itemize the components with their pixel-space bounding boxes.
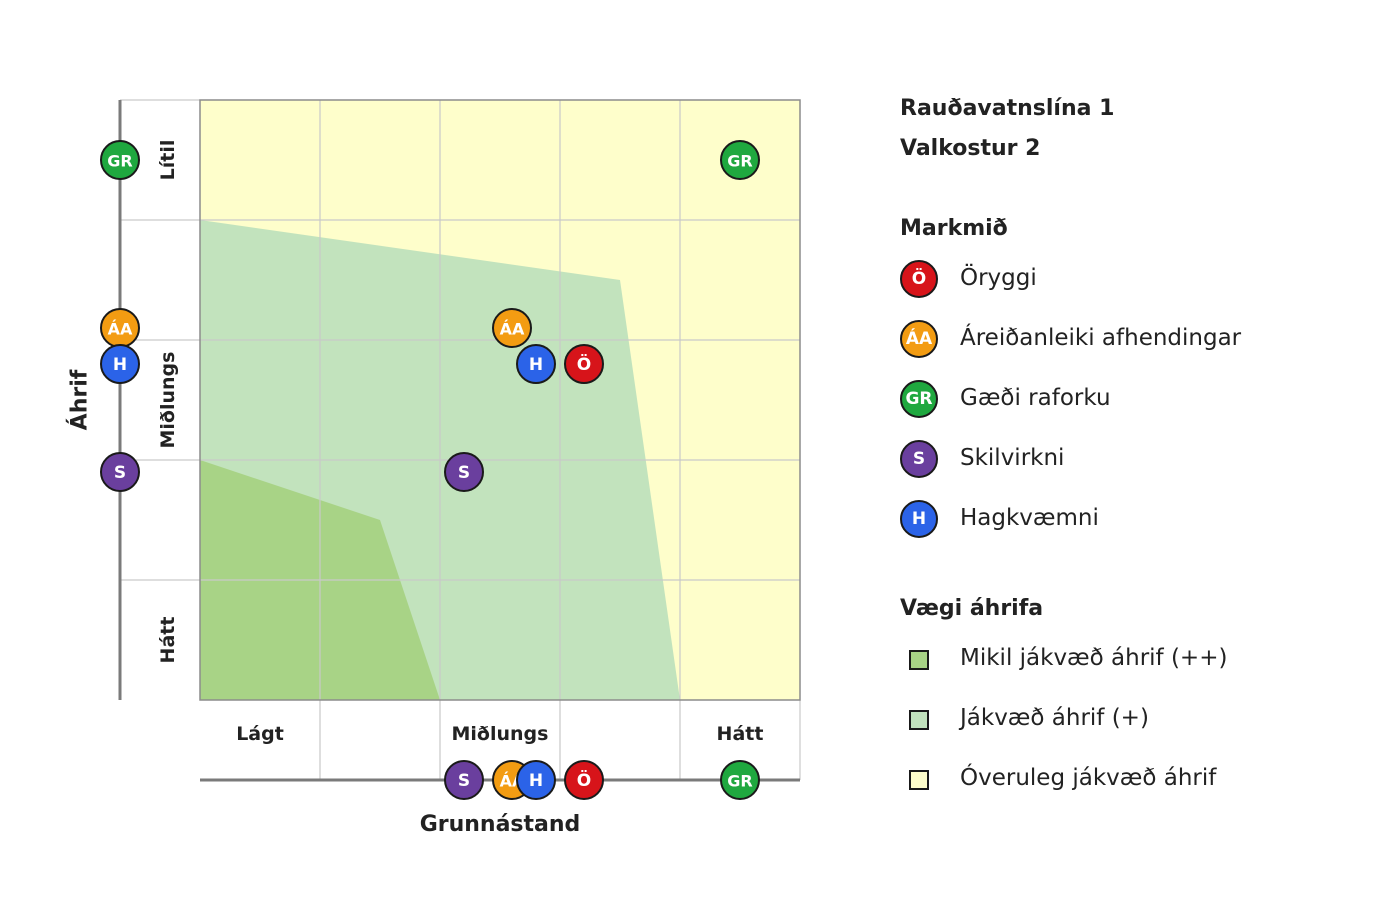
legend-weight-mikil: Mikil jákvæð áhrif (++) — [900, 640, 1370, 684]
y-axis-marker-s: S — [100, 452, 140, 492]
x-tick-label: Hátt — [717, 723, 764, 745]
legend-weight-overuleg: Óveruleg jákvæð áhrif — [900, 760, 1370, 804]
marker-circle — [516, 760, 556, 800]
plot-frame — [199, 99, 801, 701]
weight-swatch-icon — [909, 770, 929, 790]
legend-goal-skilvirkni: S Skilvirkni — [900, 440, 1370, 484]
legend-goal-label: Áreiðanleiki afhendingar — [960, 325, 1242, 351]
marker-label: GR — [727, 772, 752, 791]
weight-heading: Vægi áhrifa — [900, 596, 1044, 621]
y-axis-marker-gr: GR — [100, 140, 140, 180]
goals-heading: Markmið — [900, 216, 1008, 241]
marker-label: S — [458, 771, 470, 791]
legend-weight-label: Óveruleg jákvæð áhrif — [960, 765, 1217, 791]
weight-swatch-icon — [909, 710, 929, 730]
impact-regions — [200, 100, 800, 700]
y-tick-label: Lítil — [157, 140, 179, 181]
marker-label: H — [113, 355, 127, 375]
marker-circle — [492, 308, 532, 348]
marker-circle — [564, 344, 604, 384]
x-axis-marker-s: S — [444, 760, 484, 800]
legend-panel: Rauðavatnslína 1 Valkostur 2 Markmið Ö Ö… — [900, 0, 1380, 900]
marker-circle — [100, 140, 140, 180]
goal-marker-icon: Ö — [900, 260, 938, 298]
legend-weight-jakvaed: Jákvæð áhrif (+) — [900, 700, 1370, 744]
marker-label: ÁA — [108, 320, 133, 339]
legend-goal-gaedi-raforku: GR Gæði raforku — [900, 380, 1370, 424]
legend-goal-oryggi: Ö Öryggi — [900, 260, 1370, 304]
legend-weight-label: Mikil jákvæð áhrif (++) — [960, 645, 1228, 671]
goal-marker-icon: GR — [900, 380, 938, 418]
marker-label: S — [458, 463, 470, 483]
x-tick-label: Miðlungs — [452, 723, 549, 745]
x-axis-marker-h: H — [516, 760, 556, 800]
chart-title: Rauðavatnslína 1 — [900, 96, 1115, 121]
legend-goal-label: Gæði raforku — [960, 385, 1111, 411]
x-axis-title: Grunnástand — [420, 812, 581, 837]
marker-label: H — [529, 771, 543, 791]
chart-grid — [120, 99, 801, 780]
x-axis-marker-gr: GR — [720, 760, 760, 800]
chart-subtitle: Valkostur 2 — [900, 136, 1041, 161]
weight-swatch-icon — [909, 650, 929, 670]
axis-titles: Grunnástand Áhrif — [67, 369, 581, 837]
marker-label: Ö — [577, 769, 591, 791]
x-tick-label: Lágt — [236, 723, 284, 745]
legend-goal-label: Skilvirkni — [960, 445, 1065, 471]
point-s: S — [444, 452, 484, 492]
marker-circle — [444, 452, 484, 492]
y-axis-marker-aa: ÁA — [100, 308, 140, 348]
legend-goal-label: Öryggi — [960, 265, 1037, 291]
marker-label: ÁA — [500, 320, 525, 339]
x-axis-marker-o: Ö — [564, 760, 604, 800]
goal-marker-icon: H — [900, 500, 938, 538]
point-o: Ö — [564, 344, 604, 384]
marker-label: GR — [727, 152, 752, 171]
marker-label: H — [529, 355, 543, 375]
marker-label: GR — [107, 152, 132, 171]
point-gr: GR — [720, 140, 760, 180]
y-tick-label: Miðlungs — [157, 352, 179, 449]
marker-label: Ö — [577, 353, 591, 375]
legend-goal-areidanleiki: ÁA Áreiðanleiki afhendingar — [900, 320, 1370, 364]
marker-circle — [720, 760, 760, 800]
legend-goal-hagkvaemni: H Hagkvæmni — [900, 500, 1370, 544]
goal-marker-icon: ÁA — [900, 320, 938, 358]
marker-circle — [100, 452, 140, 492]
point-h: H — [516, 344, 556, 384]
marker-circle — [516, 344, 556, 384]
legend-weight-label: Jákvæð áhrif (+) — [960, 705, 1149, 731]
legend-goal-label: Hagkvæmni — [960, 505, 1099, 531]
y-tick-label: Hátt — [157, 617, 179, 664]
marker-label: S — [114, 463, 126, 483]
marker-circle — [100, 344, 140, 384]
marker-circle — [564, 760, 604, 800]
marker-circle — [444, 760, 484, 800]
point-aa: ÁA — [492, 308, 532, 348]
y-axis-title: Áhrif — [67, 369, 93, 430]
y-axis-marker-h: H — [100, 344, 140, 384]
marker-circle — [720, 140, 760, 180]
goal-marker-icon: S — [900, 440, 938, 478]
